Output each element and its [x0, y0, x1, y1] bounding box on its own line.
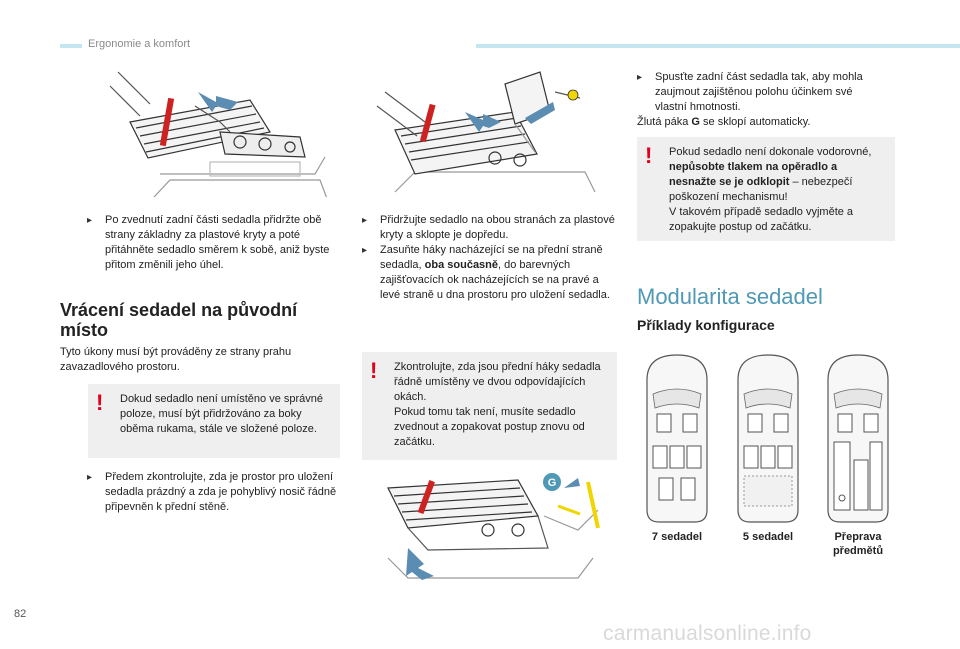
- warning-box-check-hooks: ! Zkontrolujte, zda jsou přední háky sed…: [362, 352, 617, 460]
- warning-box-horizontal: ! Pokud sedadlo není dokonale vodorovné,…: [637, 137, 895, 241]
- intro-text: Tyto úkony musí být prováděny ze strany …: [60, 346, 292, 373]
- bullet-hold-base: ▸ Po zvednutí zadní části sedadla přidrž…: [87, 214, 330, 271]
- warning-icon: !: [645, 143, 653, 168]
- config-label-cargo: Přeprava předmětů: [832, 531, 884, 557]
- bullet-arrow-icon: ▸: [362, 215, 368, 226]
- header-accent-line-right: [476, 44, 960, 48]
- bullet-arrow-icon: ▸: [87, 472, 93, 483]
- config-label-7-seats: 7 sedadel: [651, 531, 703, 543]
- bullet-fold-forward: ▸ Přidržujte sedadlo na obou stranách za…: [362, 214, 615, 241]
- seat-lift-illustration: [109, 71, 328, 197]
- bullet-insert-hooks: ▸ Zasuňte háky nacházející se na přední …: [362, 244, 610, 301]
- bullet-arrow-icon: ▸: [87, 215, 93, 226]
- header-title: Ergonomie a komfort: [88, 38, 191, 50]
- car-5-seats-diagram: [737, 354, 799, 523]
- label-g: G: [548, 477, 557, 489]
- config-label-5-seats: 5 sedadel: [742, 531, 794, 543]
- bullet-arrow-icon: ▸: [362, 245, 368, 256]
- warning-box-hold-seat: ! Dokud sedadlo není umístěno ve správné…: [88, 384, 340, 458]
- section-title-return-seats: Vrácení sedadel na původní místo: [60, 300, 298, 340]
- subtitle-config-examples: Příklady konfigurace: [637, 317, 775, 333]
- page-number: 82: [14, 608, 27, 620]
- bullet-arrow-icon: ▸: [637, 72, 643, 83]
- car-7-seats-diagram: [646, 354, 708, 523]
- seat-lock-illustration: G: [387, 473, 600, 580]
- seat-fold-forward-illustration: [376, 71, 596, 193]
- warning-icon: !: [96, 390, 104, 415]
- section-title-modularity: Modularita sedadel: [637, 284, 823, 309]
- bullet-lower-seat: ▸ Spusťte zadní část sedadla tak, aby mo…: [637, 71, 863, 113]
- watermark: carmanualsonline.info: [603, 622, 812, 645]
- car-cargo-diagram: [827, 354, 889, 523]
- yellow-lever-note: Žlutá páka G se sklopí automaticky.: [637, 116, 811, 128]
- bullet-check-space: ▸ Předem zkontrolujte, zda je prostor pr…: [87, 471, 337, 513]
- header-accent-line-left: [60, 44, 82, 48]
- warning-icon: !: [370, 358, 378, 383]
